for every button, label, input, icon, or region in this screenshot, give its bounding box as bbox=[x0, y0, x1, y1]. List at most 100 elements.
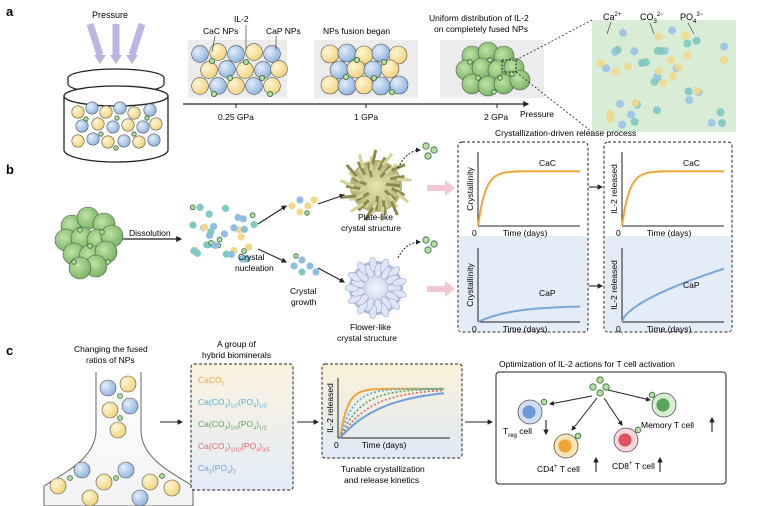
released-il2 bbox=[422, 236, 430, 244]
crystal-plate bbox=[339, 179, 355, 188]
dissolution-label: Dissolution bbox=[129, 228, 171, 238]
process-title: Crystallization-driven release process bbox=[495, 128, 636, 138]
treg-cell bbox=[517, 399, 543, 425]
ion-dot bbox=[683, 39, 692, 48]
cell-nucleus bbox=[558, 439, 572, 453]
pressure-axis-label: Pressure bbox=[520, 109, 554, 119]
nanoparticle bbox=[227, 45, 245, 63]
nanoparticle bbox=[245, 43, 263, 61]
nanoparticle bbox=[354, 75, 374, 95]
released-il2 bbox=[424, 246, 432, 254]
ion-po4-label: PO43− bbox=[680, 12, 704, 25]
ion-dot bbox=[613, 45, 622, 54]
y-axis-label: Crystallinity bbox=[465, 263, 475, 307]
nucleus-ion bbox=[304, 202, 312, 210]
ion-dot bbox=[240, 225, 248, 233]
cell-nucleus bbox=[656, 398, 670, 412]
ion-dot bbox=[222, 250, 230, 258]
memory-tcell-label: Memory T cell bbox=[641, 420, 694, 430]
ion-dot bbox=[207, 228, 215, 236]
ion-leaders bbox=[606, 21, 695, 35]
nanoparticle bbox=[141, 473, 159, 491]
flower-like-crystal bbox=[344, 256, 407, 320]
y-axis-label: IL-2 released bbox=[325, 383, 335, 433]
nucleus-ion bbox=[298, 256, 306, 264]
funnel-nanoparticles bbox=[49, 375, 181, 506]
ion-dot bbox=[718, 119, 727, 127]
ion-dot bbox=[683, 51, 692, 60]
release-curve bbox=[621, 267, 725, 323]
origin-label: 0 bbox=[472, 324, 477, 334]
release-curve bbox=[339, 388, 444, 439]
il2-dot bbox=[497, 75, 503, 81]
il2-dot bbox=[258, 75, 265, 82]
nanoparticle bbox=[131, 489, 149, 506]
ion-dot bbox=[234, 213, 242, 222]
group-label-line1: A group of bbox=[217, 339, 256, 349]
crystal-petal bbox=[387, 266, 401, 278]
crystal-plate bbox=[370, 201, 378, 217]
ion-dot bbox=[606, 114, 615, 123]
crystal-plate bbox=[396, 177, 412, 182]
crystal-plate bbox=[348, 193, 364, 202]
crystallinity-cap-bg bbox=[459, 236, 587, 331]
ion-dot bbox=[667, 56, 676, 65]
panel-a-label: a bbox=[6, 4, 14, 19]
x-axis-label: Time (days) bbox=[503, 324, 548, 334]
il2-dot bbox=[342, 74, 349, 81]
ion-dot bbox=[668, 71, 677, 80]
ion-dot bbox=[241, 255, 249, 263]
ion-dot bbox=[201, 223, 209, 231]
nanoparticle bbox=[163, 479, 181, 497]
series-label: CaP bbox=[683, 280, 700, 290]
pressure-ticks bbox=[235, 104, 498, 108]
ion-dot bbox=[674, 63, 683, 72]
memory-tcell bbox=[651, 392, 677, 418]
bound-il2 bbox=[540, 398, 548, 406]
il2-dot bbox=[467, 59, 473, 65]
crystal-plate bbox=[391, 187, 406, 197]
ion-dot bbox=[230, 224, 238, 232]
crystal-plate bbox=[387, 194, 399, 208]
nanoparticle bbox=[86, 132, 100, 146]
changing-label-line1: Changing the fused bbox=[74, 344, 148, 354]
crystal-plate bbox=[390, 201, 399, 216]
panel-b-label: b bbox=[6, 162, 14, 177]
ion-dot bbox=[654, 32, 663, 41]
mineral-formula: CaCO3 bbox=[198, 375, 225, 388]
release-curve bbox=[477, 170, 580, 227]
il2-dot bbox=[98, 131, 104, 137]
tunable-kinetics-box bbox=[321, 363, 463, 459]
ion-dots bbox=[596, 26, 729, 129]
crystal-petal bbox=[357, 301, 368, 315]
nanoparticle bbox=[191, 77, 209, 95]
bound-il2 bbox=[634, 426, 642, 434]
crystallinity-plot-frame bbox=[457, 141, 589, 333]
ion-ca-label: Ca2+ bbox=[603, 12, 622, 22]
il2-dot bbox=[242, 59, 249, 66]
nanoparticle bbox=[388, 45, 408, 65]
crystal-petal bbox=[387, 298, 401, 310]
nanoparticle bbox=[209, 43, 227, 61]
nanoparticle bbox=[147, 133, 161, 147]
bound-il2 bbox=[648, 391, 656, 399]
crystal-petal bbox=[392, 278, 407, 287]
ion-dot bbox=[638, 59, 647, 67]
crystal-nucleation-line2: nucleation bbox=[235, 263, 274, 273]
nucleus-ion bbox=[296, 196, 304, 204]
ion-dot bbox=[707, 118, 716, 127]
origin-label: 0 bbox=[472, 228, 477, 238]
nanoparticle bbox=[320, 44, 340, 64]
ion-dot bbox=[220, 230, 229, 238]
x-axis-label: Time (days) bbox=[647, 324, 692, 334]
uniform-label-line1: Uniform distribution of IL-2 bbox=[429, 13, 529, 23]
y-axis-label: Crystallinity bbox=[465, 167, 475, 211]
nanoparticle bbox=[227, 77, 245, 95]
ion-dot bbox=[630, 47, 639, 56]
cac-nps-label: CaC NPs bbox=[203, 26, 238, 36]
crystal-plate bbox=[348, 171, 362, 183]
y-axis-label: IL-2 released bbox=[609, 260, 619, 310]
nanoparticle bbox=[191, 45, 209, 63]
il2-dot bbox=[216, 236, 223, 243]
